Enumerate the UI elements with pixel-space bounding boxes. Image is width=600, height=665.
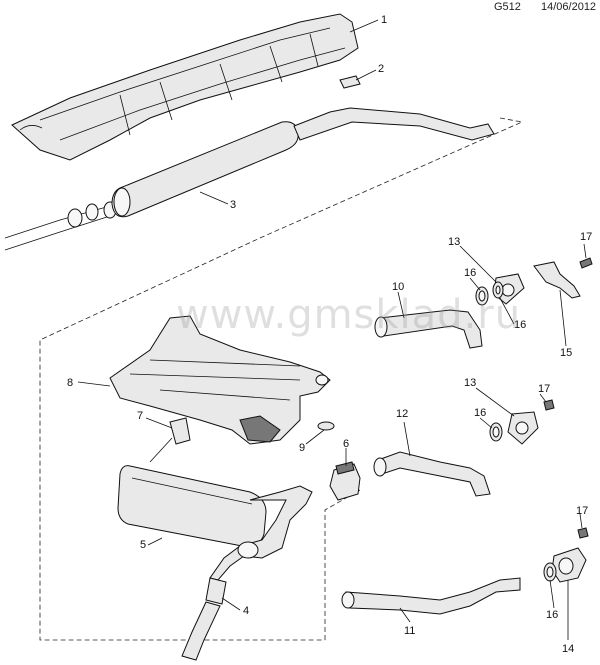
callout-17a: 17 bbox=[580, 231, 592, 243]
watermark: www.gmsklad.ru bbox=[176, 292, 522, 338]
pipe-12 bbox=[373, 451, 491, 497]
bracket-14 bbox=[551, 547, 587, 583]
callout-11: 11 bbox=[404, 625, 415, 637]
diagram-date: 14/06/2012 bbox=[541, 1, 597, 13]
callout-6: 6 bbox=[343, 438, 349, 450]
leader-lines bbox=[77, 19, 587, 640]
front-muffler-pipe bbox=[4, 107, 495, 251]
bolt-17c bbox=[577, 527, 589, 539]
pipe-11 bbox=[341, 577, 521, 615]
callout-16d: 16 bbox=[546, 609, 558, 621]
callout-17b: 17 bbox=[538, 383, 550, 395]
callout-5: 5 bbox=[140, 539, 146, 551]
callout-16a: 16 bbox=[464, 267, 476, 279]
callout-8: 8 bbox=[67, 377, 73, 389]
bracket-15 bbox=[533, 261, 581, 299]
nut-9 bbox=[317, 421, 335, 431]
pipe-10 bbox=[374, 309, 483, 349]
rubber-ring-16b bbox=[492, 281, 504, 299]
heat-shield bbox=[11, 13, 359, 161]
rear-muffler bbox=[117, 465, 313, 581]
rubber-ring-16a bbox=[475, 286, 489, 306]
callout-1: 1 bbox=[381, 14, 387, 26]
callout-16c: 16 bbox=[474, 407, 486, 419]
callout-17c: 17 bbox=[576, 505, 588, 517]
clip-2 bbox=[339, 75, 361, 89]
hanger-7 bbox=[149, 417, 191, 463]
clamp-6 bbox=[329, 461, 361, 501]
callout-3: 3 bbox=[230, 199, 236, 211]
callout-13b: 13 bbox=[464, 377, 476, 389]
callout-4: 4 bbox=[243, 605, 249, 617]
callout-2: 2 bbox=[378, 63, 384, 75]
rubber-ring-16c bbox=[489, 422, 503, 442]
callout-14: 14 bbox=[562, 643, 574, 655]
bolt-17b bbox=[543, 399, 555, 411]
callout-13a: 13 bbox=[448, 236, 460, 248]
lower-right-frame bbox=[324, 489, 361, 640]
diagram-code: G512 bbox=[494, 1, 521, 13]
callout-15: 15 bbox=[560, 347, 572, 359]
bracket-13-lower bbox=[507, 411, 539, 445]
callout-10: 10 bbox=[392, 281, 404, 293]
bolt-17a bbox=[579, 257, 593, 269]
callout-12: 12 bbox=[396, 408, 408, 420]
rubber-ring-16d bbox=[543, 562, 557, 582]
callout-16b: 16 bbox=[514, 319, 526, 331]
callout-7: 7 bbox=[137, 410, 143, 422]
upper-group-frame bbox=[39, 117, 524, 641]
tailpipe-clamp bbox=[181, 577, 227, 661]
crossmember bbox=[109, 315, 331, 445]
callout-9: 9 bbox=[299, 442, 305, 454]
